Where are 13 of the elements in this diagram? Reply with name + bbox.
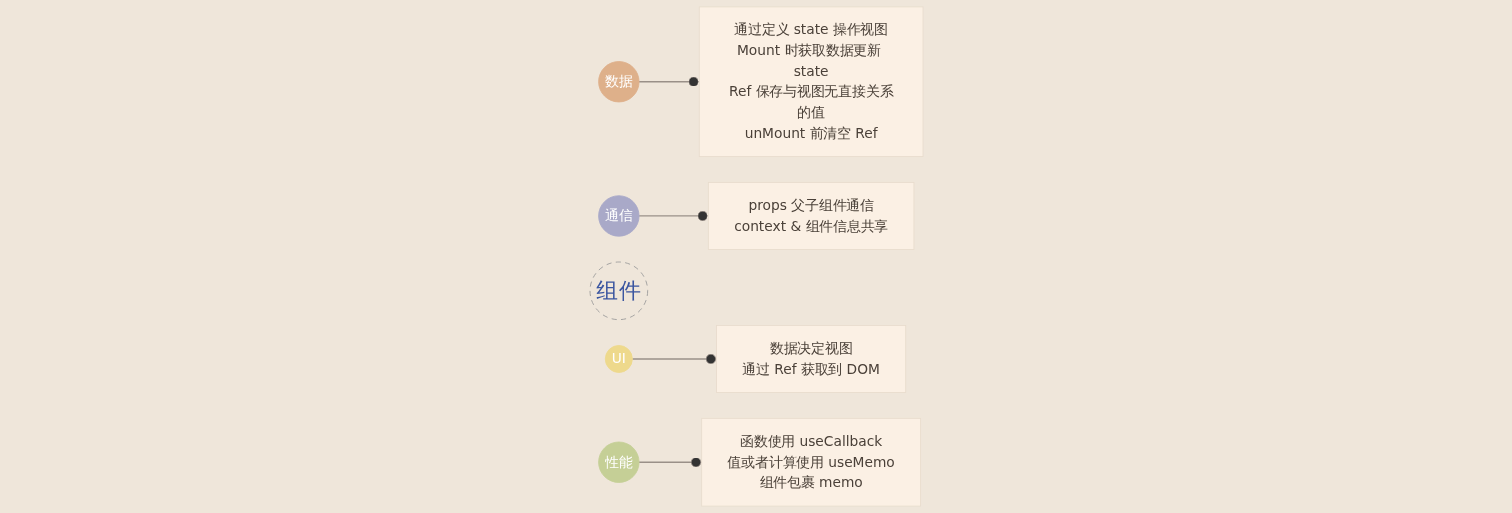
connector xyxy=(631,353,717,365)
connector xyxy=(637,457,702,468)
node-circle: 数据 xyxy=(597,61,639,103)
connector xyxy=(637,210,709,222)
node-circle: 组件 xyxy=(589,261,648,321)
node-circle: 性能 xyxy=(597,441,639,483)
node-box: 通过定义 state 操作视图 Mount 时获取数据更新 state Ref 保存与视图无直接关系的值 unMount 前清空 Ref xyxy=(698,6,923,158)
node-box: props 父子组件通信 context & 组件信息共享 xyxy=(707,182,914,250)
node-circle: 通信 xyxy=(597,195,639,237)
node-box: 数据决定视图 通过 Ref 获取到 DOM xyxy=(715,325,906,393)
node-box: 函数使用 useCallback 值或者计算使用 useMemo 组件包裹 memo xyxy=(700,417,921,507)
connector xyxy=(637,76,700,87)
node-circle: UI xyxy=(604,345,633,373)
